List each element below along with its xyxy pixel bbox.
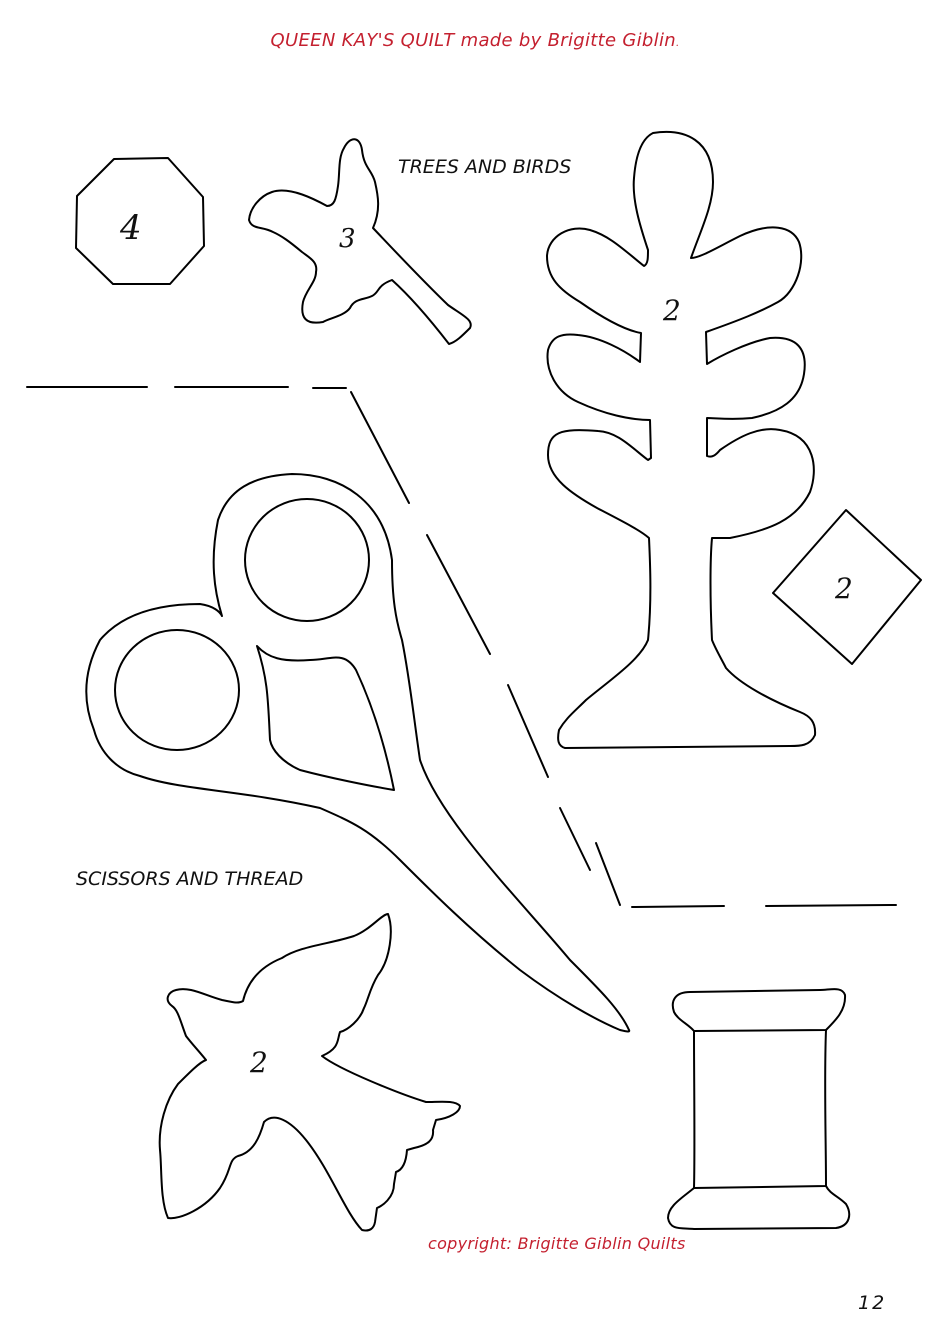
small-bird-count: 3	[339, 224, 356, 254]
page-number: 12	[858, 1292, 887, 1314]
dove-count: 2	[250, 1046, 268, 1079]
diamond-count: 2	[835, 572, 853, 605]
tree-count: 2	[663, 294, 681, 327]
page-title-text: QUEEN KAY'S QUILT made by Brigitte Gibli…	[270, 30, 676, 51]
section-label-scissors-and-thread: SCISSORS AND THREAD	[76, 868, 304, 890]
thread-spool-template	[667, 988, 851, 1230]
octagon-count: 4	[120, 208, 142, 248]
tree-template	[546, 131, 817, 749]
diamond-template	[772, 509, 922, 665]
small-bird-template	[248, 138, 472, 345]
section-label-trees-and-birds: TREES AND BIRDS	[398, 156, 572, 178]
scissors-template	[85, 473, 631, 1033]
octagon-template	[75, 157, 205, 285]
dashed-fold-line	[26, 386, 897, 908]
page-title: QUEEN KAY'S QUILT made by Brigitte Gibli…	[0, 30, 950, 51]
dove-template	[158, 913, 461, 1232]
page-title-dot: .	[675, 38, 680, 49]
copyright-notice: copyright: Brigitte Giblin Quilts	[428, 1234, 686, 1253]
